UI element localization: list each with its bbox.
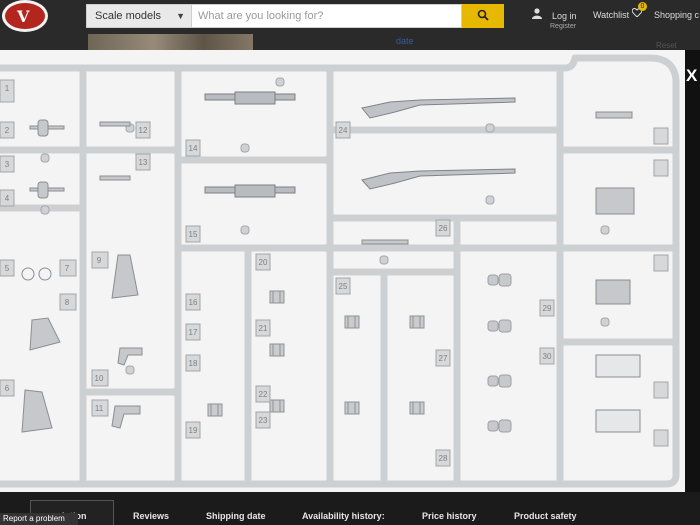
close-lightbox-button[interactable]: X — [686, 66, 698, 85]
report-problem-link[interactable]: Report a problem — [0, 513, 78, 525]
sprue-part-number: 2 — [5, 126, 10, 135]
login-link[interactable]: Log in — [552, 11, 577, 21]
sprue-part-number: 9 — [97, 256, 102, 265]
sprue-part-number: 19 — [189, 426, 198, 435]
sprue-part-number: 12 — [139, 126, 148, 135]
tab-product-safety[interactable]: Product safety — [514, 511, 577, 521]
product-tabs: iption Reviews Shipping date Availabilit… — [0, 492, 700, 525]
search-input[interactable] — [192, 4, 462, 28]
background-reset-link[interactable]: Reset — [656, 41, 677, 50]
search-button[interactable] — [462, 4, 504, 28]
tab-reviews[interactable]: Reviews — [133, 511, 170, 521]
category-select-value: Scale models — [95, 10, 162, 22]
sprue-part-number: 22 — [259, 390, 268, 399]
sprue-part-number: 27 — [439, 354, 448, 363]
sprue-part-number: 28 — [439, 454, 448, 463]
background-product-image — [88, 34, 253, 50]
search-icon — [477, 9, 489, 21]
sprue-part-number: 3 — [5, 160, 10, 169]
sprue-part-number: 11 — [95, 404, 104, 413]
tab-shipping-date[interactable]: Shipping date — [206, 511, 266, 521]
sprue-part-number: 1 — [5, 84, 10, 93]
sprue-part-number: 4 — [5, 194, 10, 203]
background-date-link[interactable]: date — [396, 36, 414, 46]
shopping-cart-link[interactable]: Shopping c — [654, 10, 700, 20]
sprue-part-number: 10 — [95, 374, 104, 383]
sprue-part-number: 5 — [5, 264, 10, 273]
watchlist-link[interactable]: Watchlist — [593, 10, 630, 20]
category-select[interactable]: Scale models ▼ — [86, 4, 192, 28]
logo-mark: V — [17, 7, 30, 26]
chevron-down-icon: ▼ — [176, 11, 185, 21]
sprue-part-number: 23 — [259, 416, 268, 425]
sprue-part-number: 25 — [339, 282, 348, 291]
sprue-part-number: 7 — [65, 264, 70, 273]
cart-count-badge: 0 — [638, 2, 647, 11]
sprue-part-number: 14 — [189, 144, 198, 153]
register-link[interactable]: Register — [550, 23, 577, 30]
sprue-part-number: 6 — [5, 384, 10, 393]
site-logo[interactable]: V — [2, 0, 48, 32]
sprue-part-number: 24 — [339, 126, 348, 135]
tab-availability-history[interactable]: Availability history: — [302, 511, 385, 521]
tab-price-history[interactable]: Price history — [422, 511, 477, 521]
sprue-part-number: 29 — [543, 304, 552, 313]
sprue-part-number: 20 — [259, 258, 268, 267]
sprue-part-number: 16 — [189, 298, 198, 307]
sprue-part-number: 17 — [189, 328, 198, 337]
sprue-image: 1234567891011121314151617181920212223242… — [0, 50, 685, 492]
sprue-part-number: 8 — [65, 298, 70, 307]
sprue-part-number: 21 — [259, 324, 268, 333]
user-icon[interactable] — [532, 8, 542, 19]
sprue-part-number: 26 — [439, 224, 448, 233]
sprue-part-number: 15 — [189, 230, 198, 239]
sprue-part-number: 13 — [139, 158, 148, 167]
sprue-part-number: 18 — [189, 359, 198, 368]
sprue-part-number: 30 — [543, 352, 552, 361]
